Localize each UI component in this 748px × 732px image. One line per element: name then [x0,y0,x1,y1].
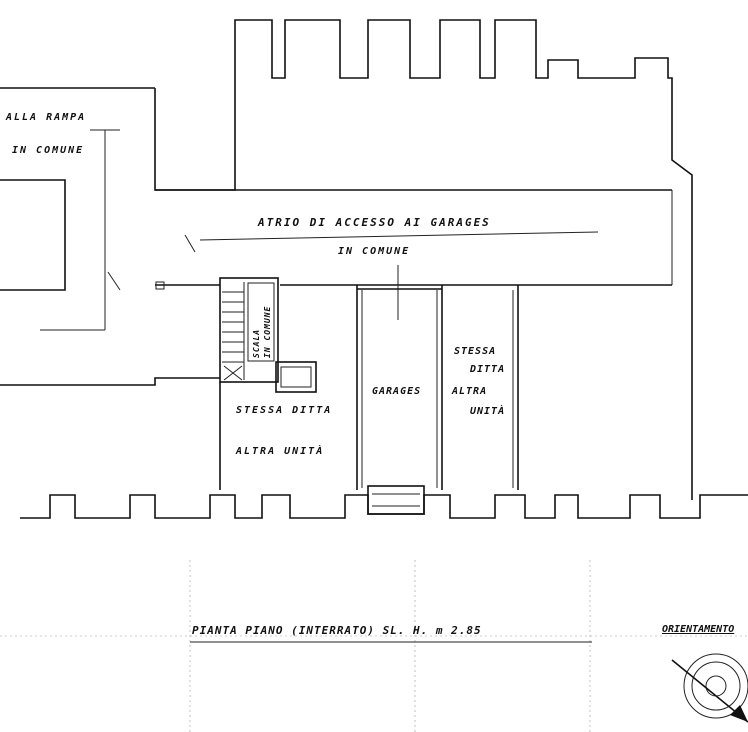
orientation-label: ORIENTAMENTO [662,624,735,635]
outer-wall-top [154,19,693,240]
stair-outline [219,277,279,383]
atrium-guide-line [199,231,599,241]
stair-label-box [247,282,275,362]
north-arrow-icon [671,653,748,723]
shaft [275,361,317,393]
atrium-label: ATRIO DI ACCESSO AI GARAGES [258,216,491,229]
right-unit-type-label: ALTRA [452,386,488,397]
right-unit-type-label-2: UNITÀ [470,406,506,417]
ramp-outline [0,179,66,291]
ramp-label: ALLA RAMPA [6,112,87,123]
stair-treads [222,291,244,381]
ramp-common-label: IN COMUNE [12,145,85,156]
left-unit-type-label: ALTRA UNITÀ [236,446,325,457]
atrium-common-label: IN COMUNE [338,246,411,257]
garage-label: GARAGES [372,386,422,397]
stair-common-label: IN COMUNE [263,305,272,358]
column [155,281,165,290]
wall-left-lower [0,377,220,386]
right-unit-owner-label: STESSA [454,346,497,357]
stair-label: SCALA [252,328,261,358]
ramp-line [107,271,121,291]
plan-caption: PIANTA PIANO (INTERRATO) SL. H. m 2.85 [192,624,482,637]
right-unit-owner-label-2: DITTA [470,364,506,375]
shaft-inner [280,366,312,388]
left-unit-owner-label: STESSA DITTA [236,405,333,416]
garage-entrance [367,485,425,515]
atrium-tick [184,234,196,253]
